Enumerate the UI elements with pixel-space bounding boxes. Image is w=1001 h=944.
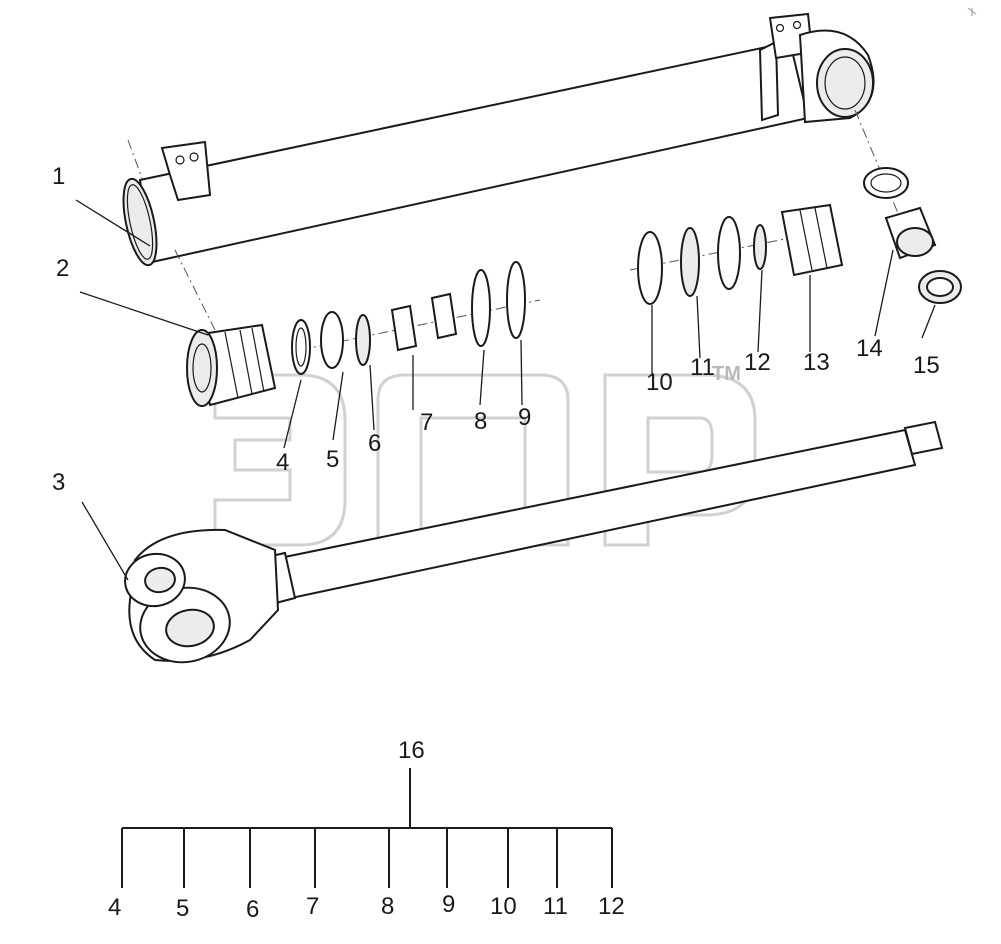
watermark-tm: TM — [712, 363, 741, 385]
kit-member-12: 12 — [598, 893, 625, 920]
corner-mark — [967, 7, 977, 16]
cylinder-tube — [122, 12, 875, 267]
callout-13: 13 — [803, 349, 830, 376]
leader-lines — [75, 199, 936, 581]
callout-15: 15 — [913, 352, 940, 379]
kit-member-6: 6 — [246, 896, 259, 923]
callout-12: 12 — [744, 349, 771, 376]
kit-member-8: 8 — [381, 893, 394, 920]
callout-5: 5 — [326, 446, 339, 473]
piston-rod — [124, 420, 944, 664]
callout-2: 2 — [56, 255, 69, 282]
piston-head — [174, 249, 277, 407]
kit-label: 16 — [398, 737, 425, 764]
callout-1: 1 — [52, 163, 65, 190]
callout-3: 3 — [52, 469, 65, 496]
kit-bracket: 16 4 5 6 7 8 9 10 11 12 — [108, 737, 625, 923]
bushing-and-wiper — [854, 109, 962, 304]
callout-4: 4 — [276, 449, 289, 476]
kit-member-7: 7 — [306, 893, 319, 920]
callout-9: 9 — [518, 404, 531, 431]
callout-11: 11 — [690, 354, 715, 381]
seal-rings-left — [291, 261, 541, 375]
seal-rings-right — [629, 203, 844, 305]
kit-member-4: 4 — [108, 894, 121, 921]
callout-7: 7 — [420, 409, 433, 436]
callout-6: 6 — [368, 430, 381, 457]
callouts: 1 2 3 4 5 6 7 8 9 10 11 12 13 14 15 — [52, 163, 940, 496]
kit-member-10: 10 — [490, 893, 517, 920]
callout-10: 10 — [646, 369, 673, 396]
kit-member-9: 9 — [442, 891, 455, 918]
callout-8: 8 — [474, 408, 487, 435]
kit-member-5: 5 — [176, 895, 189, 922]
kit-member-11: 11 — [543, 893, 568, 920]
callout-14: 14 — [856, 335, 883, 362]
